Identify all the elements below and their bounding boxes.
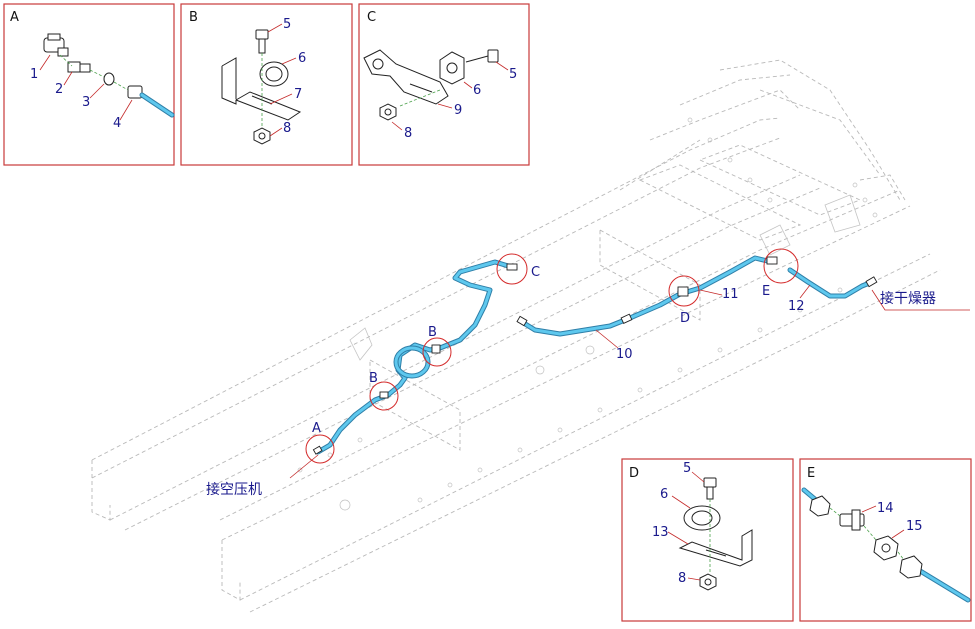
part-number-5-d: 5 — [683, 461, 691, 476]
air-pipe-route — [312, 255, 878, 455]
panel-e-title: E — [807, 466, 815, 481]
callout-a: A — [312, 421, 321, 436]
nut-icon — [253, 127, 271, 145]
nut-e-right-icon — [873, 535, 899, 561]
part-number-10: 10 — [616, 347, 633, 362]
detail-panel-c: C 6 5 9 8 — [358, 3, 530, 166]
part-number-6-b: 6 — [298, 51, 306, 66]
nut-e-left-icon — [809, 495, 831, 517]
union-fitting-icon — [839, 509, 865, 531]
part-number-8-b: 8 — [283, 121, 291, 136]
main-leaders — [289, 284, 970, 479]
detail-panel-a: A 1 2 3 4 — [3, 3, 175, 166]
detail-panel-b: B 5 6 7 8 — [180, 3, 353, 166]
panel-c-title: C — [367, 10, 376, 25]
pipe-nut-icon — [127, 85, 175, 118]
part-number-6-c: 6 — [473, 83, 481, 98]
panel-a-title: A — [10, 10, 19, 25]
pipe-clamp-icon — [259, 61, 289, 87]
callout-c: C — [531, 265, 540, 280]
label-to-air-compressor: 接空压机 — [206, 481, 262, 498]
part-number-6-d: 6 — [660, 487, 668, 502]
frame-holes — [297, 117, 878, 511]
part-number-2: 2 — [55, 82, 63, 97]
detail-panel-d: D 5 6 13 8 — [621, 458, 794, 622]
bolt-c-icon — [465, 49, 499, 63]
detail-panel-e: E 14 15 — [799, 458, 972, 622]
part-number-12: 12 — [788, 299, 805, 314]
part-number-5-b: 5 — [283, 17, 291, 32]
part-number-7: 7 — [294, 87, 302, 102]
pipe-clamp-d-icon — [683, 505, 721, 531]
part-number-14: 14 — [877, 501, 894, 516]
part-number-4: 4 — [113, 116, 121, 131]
label-to-air-dryer: 接干燥器 — [880, 290, 936, 307]
l-bracket-d-icon — [678, 529, 753, 567]
part-number-3: 3 — [82, 95, 90, 110]
part-number-8-d: 8 — [678, 571, 686, 586]
panel-d-title: D — [629, 466, 639, 481]
nut-c-icon — [379, 103, 397, 121]
part-number-15: 15 — [906, 519, 923, 534]
chassis-frame-ghost — [91, 59, 941, 613]
part-number-9: 9 — [454, 103, 462, 118]
washer-icon — [103, 72, 115, 86]
elbow-fitting-icon — [43, 33, 69, 57]
callout-b-upper: B — [428, 325, 437, 340]
part-number-5-c: 5 — [509, 67, 517, 82]
nut-d-icon — [699, 573, 717, 591]
mounting-plate-icon — [363, 49, 449, 105]
pipe-clamp-c-icon — [439, 51, 465, 85]
l-bracket-icon — [221, 57, 302, 121]
adapter-icon — [67, 61, 91, 73]
part-number-13: 13 — [652, 525, 669, 540]
nut-e-pipe-icon — [899, 555, 923, 579]
panel-b-title: B — [189, 10, 198, 25]
callout-d: D — [680, 311, 690, 326]
callout-e: E — [762, 284, 770, 299]
part-number-8-c: 8 — [404, 126, 412, 141]
part-number-1: 1 — [30, 67, 38, 82]
callout-circles — [305, 248, 799, 464]
callout-b-lower: B — [369, 371, 378, 386]
part-number-11: 11 — [722, 287, 739, 302]
